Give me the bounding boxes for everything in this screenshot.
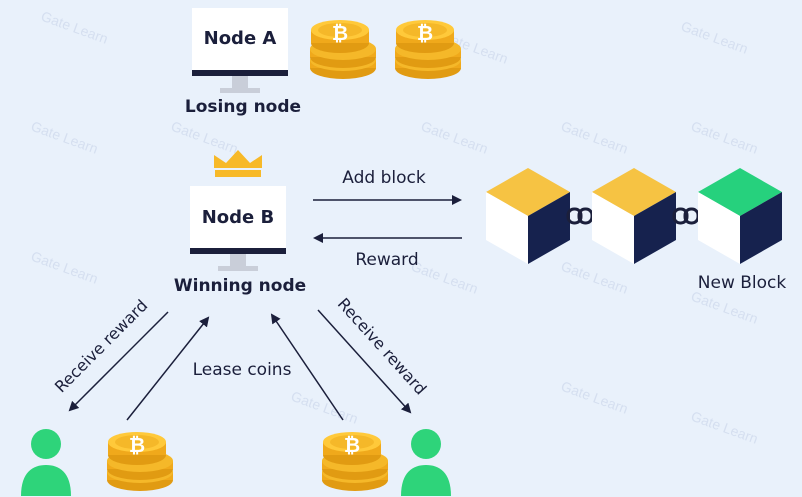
- bitcoin-symbol: ₿: [417, 21, 433, 45]
- watermark: Gate Learn: [689, 408, 760, 447]
- watermark: Gate Learn: [169, 118, 240, 157]
- new-block-label: New Block: [698, 273, 787, 293]
- node-b-caption: Winning node: [174, 276, 306, 296]
- lease-coins-label: Lease coins: [193, 360, 292, 380]
- receive-reward-left-arrow: [68, 311, 169, 412]
- block-icon: [592, 168, 676, 264]
- watermark: Gate Learn: [39, 8, 110, 47]
- chain-link-icon: [566, 207, 594, 225]
- watermark: Gate Learn: [689, 118, 760, 157]
- bitcoin-symbol: ₿: [344, 433, 360, 457]
- lease-coins-right-arrow: [270, 313, 344, 421]
- bitcoin-symbol: ₿: [332, 21, 348, 45]
- watermark: Gate Learn: [559, 118, 630, 157]
- reward-label: Reward: [355, 250, 418, 270]
- node-a: Node A Losing node: [185, 8, 301, 117]
- receive-reward-left-label: Receive reward: [51, 296, 152, 397]
- monitor-icon: [190, 186, 286, 271]
- blockchain: New Block: [486, 168, 786, 293]
- receive-reward-right-label: Receive reward: [334, 294, 431, 398]
- node-b: Node B Winning node: [174, 150, 306, 296]
- add-block-label: Add block: [342, 168, 426, 188]
- lease-coins-left-arrow: [126, 316, 210, 421]
- user-icon: [401, 429, 451, 496]
- crown-icon: [214, 150, 262, 168]
- new-block-icon: [698, 168, 782, 264]
- node-a-caption: Losing node: [185, 97, 301, 117]
- node-a-label: Node A: [204, 28, 277, 49]
- node-b-label: Node B: [202, 207, 275, 228]
- watermark: Gate Learn: [29, 248, 100, 287]
- watermark: Gate Learn: [409, 258, 480, 297]
- chain-link-icon: [672, 207, 700, 225]
- block-icon: [486, 168, 570, 264]
- monitor-icon: [192, 8, 288, 93]
- receive-reward-right-arrow: [317, 309, 412, 414]
- watermark: Gate Learn: [419, 118, 490, 157]
- watermark: Gate Learn: [29, 118, 100, 157]
- coin-stack-icon: ₿: [322, 432, 388, 491]
- coin-stack-icon: ₿: [395, 20, 461, 79]
- watermark: Gate Learn: [559, 378, 630, 417]
- coin-stack-icon: ₿: [310, 20, 376, 79]
- watermark: Gate Learn: [559, 258, 630, 297]
- watermark: Gate Learn: [689, 288, 760, 327]
- watermark: Gate Learn: [679, 18, 750, 57]
- user-icon: [21, 429, 71, 496]
- coin-stack-icon: ₿: [107, 432, 173, 491]
- crown-base: [215, 170, 261, 177]
- bitcoin-symbol: ₿: [129, 433, 145, 457]
